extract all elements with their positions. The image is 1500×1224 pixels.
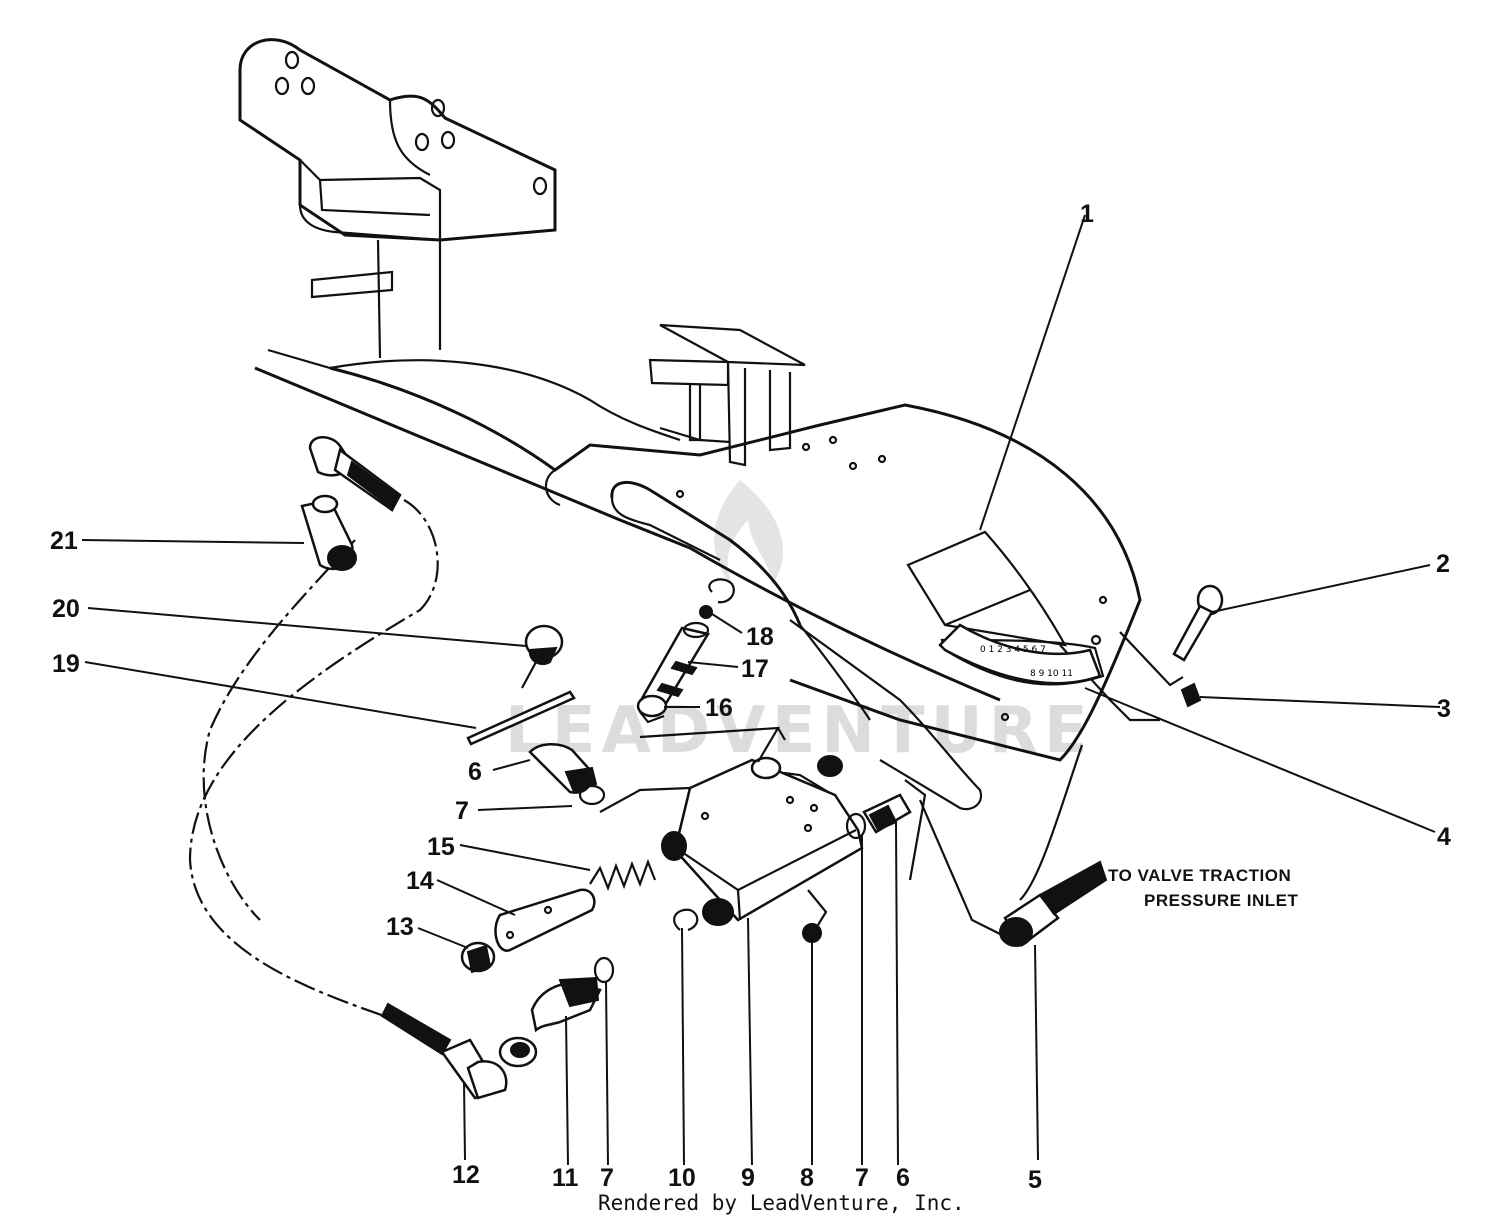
part-9-valve-body: [599, 726, 864, 926]
part-16-plug: [636, 694, 668, 724]
callout-18: 18: [746, 623, 774, 651]
callouts: 1 2 3 4 5 6 6 7 7 7 8 9 10 11 12 13 14 1…: [50, 200, 1451, 1194]
callout-6-lower: 6: [896, 1164, 910, 1192]
part-10-snap-ring: [673, 908, 699, 932]
part-13-plug: [460, 941, 496, 974]
note-line-2: PRESSURE INLET: [1144, 891, 1298, 910]
part-2-bolt: [1172, 584, 1224, 662]
seat-bracket: [238, 38, 557, 359]
callout-3: 3: [1437, 695, 1451, 723]
watermark-text: LEADVENTURE: [505, 694, 1094, 768]
callout-16: 16: [705, 694, 733, 722]
callout-19: 19: [52, 650, 80, 678]
control-panel: [906, 530, 1184, 722]
callout-8: 8: [800, 1164, 814, 1192]
part-18-clip: [699, 578, 735, 619]
callout-15: 15: [427, 833, 455, 861]
part-12-hose-end: [380, 1002, 538, 1100]
part-6-upper-elbow: [528, 743, 598, 794]
part-7-right-o-ring: [845, 812, 867, 840]
credit-text: Rendered by LeadVenture, Inc.: [598, 1191, 965, 1215]
part-20-knob: [521, 624, 564, 689]
part-7-upper-o-ring: [578, 784, 606, 806]
svg-text:8 9 10 11: 8 9 10 11: [1030, 669, 1073, 679]
callout-5: 5: [1028, 1166, 1042, 1194]
callout-20: 20: [52, 595, 80, 623]
note-line-1: TO VALVE TRACTION: [1108, 866, 1291, 885]
callout-14: 14: [406, 867, 434, 895]
callout-7-upper: 7: [455, 797, 469, 825]
part-14-pin: [494, 888, 596, 952]
part-15-spring: [589, 858, 657, 892]
callout-6-upper: 6: [468, 758, 482, 786]
part-6-right-fitting: [862, 793, 912, 834]
svg-text:0 1 2 3 4 5 6 7: 0 1 2 3 4 5 6 7: [980, 645, 1046, 655]
part-3-pin: [1180, 682, 1202, 708]
callout-7-lower-right: 7: [855, 1164, 869, 1192]
callout-1: 1: [1080, 200, 1094, 228]
part-4-quadrant-scale: 0 1 2 3 4 5 6 7 8 9 10 11: [938, 623, 1102, 685]
leader-lines: [81, 214, 1441, 1166]
part-8-plug: [802, 889, 828, 943]
hoses: [188, 499, 1003, 1020]
callout-4: 4: [1437, 823, 1451, 851]
callout-17: 17: [741, 655, 769, 683]
chassis-frame: [254, 348, 1142, 901]
watermark: LEADVENTURE: [505, 480, 1094, 768]
callout-2: 2: [1436, 550, 1450, 578]
part-7-lower-o-ring: [593, 956, 615, 984]
part-5-pressure-fitting: [999, 860, 1108, 947]
part-11-lower-elbow: [530, 976, 602, 1033]
part-19-rod: [466, 690, 576, 746]
callout-13: 13: [386, 913, 414, 941]
note-valve-traction: TO VALVE TRACTION PRESSURE INLET: [1108, 866, 1298, 910]
callout-12: 12: [452, 1161, 480, 1189]
callout-9: 9: [741, 1164, 755, 1192]
callout-11: 11: [552, 1164, 579, 1192]
callout-10: 10: [668, 1164, 696, 1192]
frame-bracket: [648, 323, 806, 467]
callout-21: 21: [50, 527, 78, 555]
part-21-elbow-fittings: [300, 436, 402, 571]
callout-7-lower-left: 7: [600, 1164, 614, 1192]
